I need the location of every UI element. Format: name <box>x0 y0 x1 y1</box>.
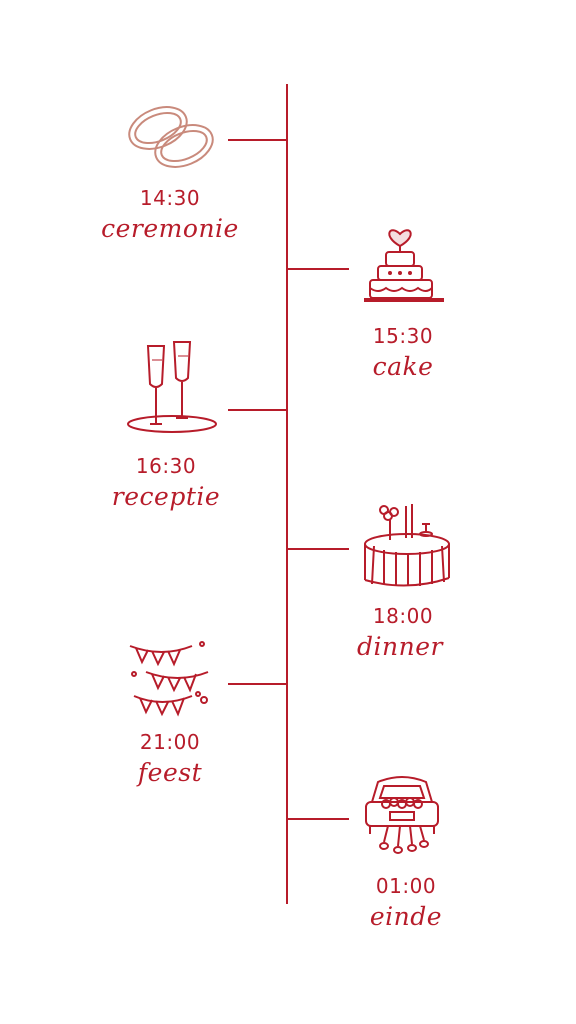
timeline-branch <box>228 683 287 685</box>
event-label: receptie <box>111 482 221 511</box>
event-time: 15:30 <box>372 324 434 348</box>
party-bunting-icon <box>126 636 212 718</box>
event-label: feest <box>137 758 203 787</box>
event-time: 01:00 <box>375 874 437 898</box>
timeline-branch <box>228 139 287 141</box>
timeline-branch <box>287 548 349 550</box>
wedding-cake-icon <box>360 218 448 310</box>
event-label: dinner <box>357 632 443 661</box>
timeline-branch <box>287 268 349 270</box>
event-time: 16:30 <box>135 454 197 478</box>
timeline-axis <box>286 84 288 904</box>
wedding-rings-icon <box>122 98 222 178</box>
event-label: cake <box>372 352 434 381</box>
event-time: 21:00 <box>139 730 201 754</box>
event-time: 14:30 <box>139 186 201 210</box>
event-time: 18:00 <box>372 604 434 628</box>
champagne-glasses-icon <box>122 336 222 438</box>
timeline-branch <box>228 409 287 411</box>
timeline-branch <box>287 818 349 820</box>
wedding-car-icon <box>360 770 444 860</box>
event-label: ceremonie <box>101 214 239 243</box>
dinner-table-icon <box>360 500 454 590</box>
event-label: einde <box>369 902 443 931</box>
